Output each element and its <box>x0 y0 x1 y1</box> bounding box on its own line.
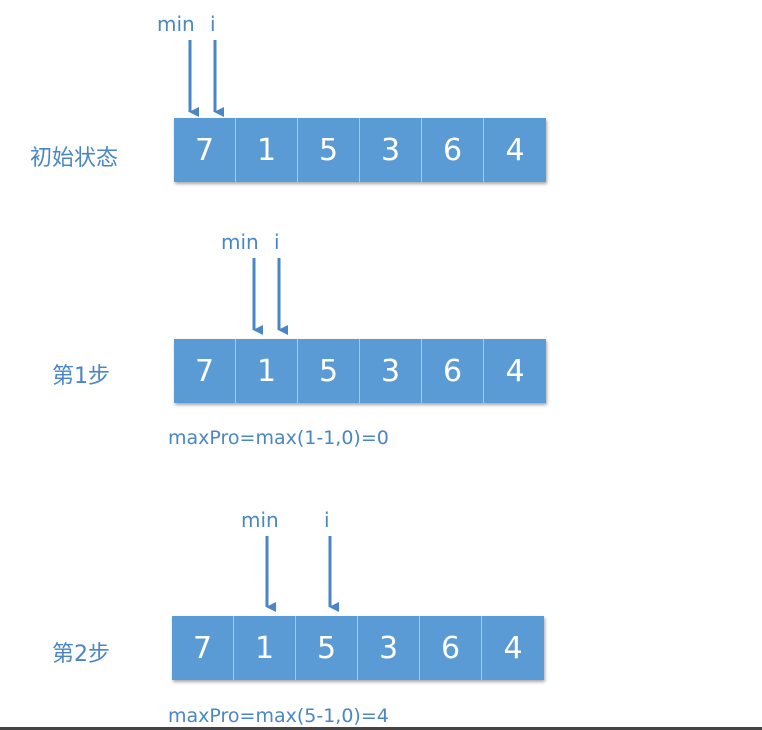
array-cell: 4 <box>482 616 544 680</box>
step-label-1: 第1步 <box>52 364 110 389</box>
array-cell: 5 <box>296 616 358 680</box>
array-cell: 3 <box>360 118 422 182</box>
array-cell: 3 <box>360 339 422 403</box>
array-row-0: 7 1 5 3 6 4 <box>174 118 546 182</box>
min-pointer-label-2: min <box>241 508 279 532</box>
i-pointer-label-2: i <box>324 508 330 532</box>
array-cell: 7 <box>174 339 236 403</box>
formula-1: maxPro=max(1-1,0)=0 <box>168 427 389 449</box>
array-row-2: 7 1 5 3 6 4 <box>172 616 544 680</box>
array-cell: 1 <box>236 118 298 182</box>
step-label-2: 第2步 <box>52 642 110 667</box>
array-cell: 1 <box>234 616 296 680</box>
min-pointer-label-1: min <box>221 230 259 254</box>
formula-2: maxPro=max(5-1,0)=4 <box>168 705 389 727</box>
array-row-1: 7 1 5 3 6 4 <box>174 339 546 403</box>
array-cell: 5 <box>298 339 360 403</box>
min-pointer-label-0: min <box>157 12 195 36</box>
array-cell: 4 <box>484 339 546 403</box>
array-cell: 3 <box>358 616 420 680</box>
array-cell: 6 <box>422 339 484 403</box>
array-cell: 4 <box>484 118 546 182</box>
array-cell: 1 <box>236 339 298 403</box>
array-cell: 5 <box>298 118 360 182</box>
step-label-0: 初始状态 <box>30 146 119 171</box>
array-cell: 7 <box>172 616 234 680</box>
i-pointer-label-1: i <box>274 230 280 254</box>
array-cell: 7 <box>174 118 236 182</box>
bottom-divider <box>0 727 762 730</box>
i-pointer-label-0: i <box>210 12 216 36</box>
array-cell: 6 <box>420 616 482 680</box>
array-cell: 6 <box>422 118 484 182</box>
